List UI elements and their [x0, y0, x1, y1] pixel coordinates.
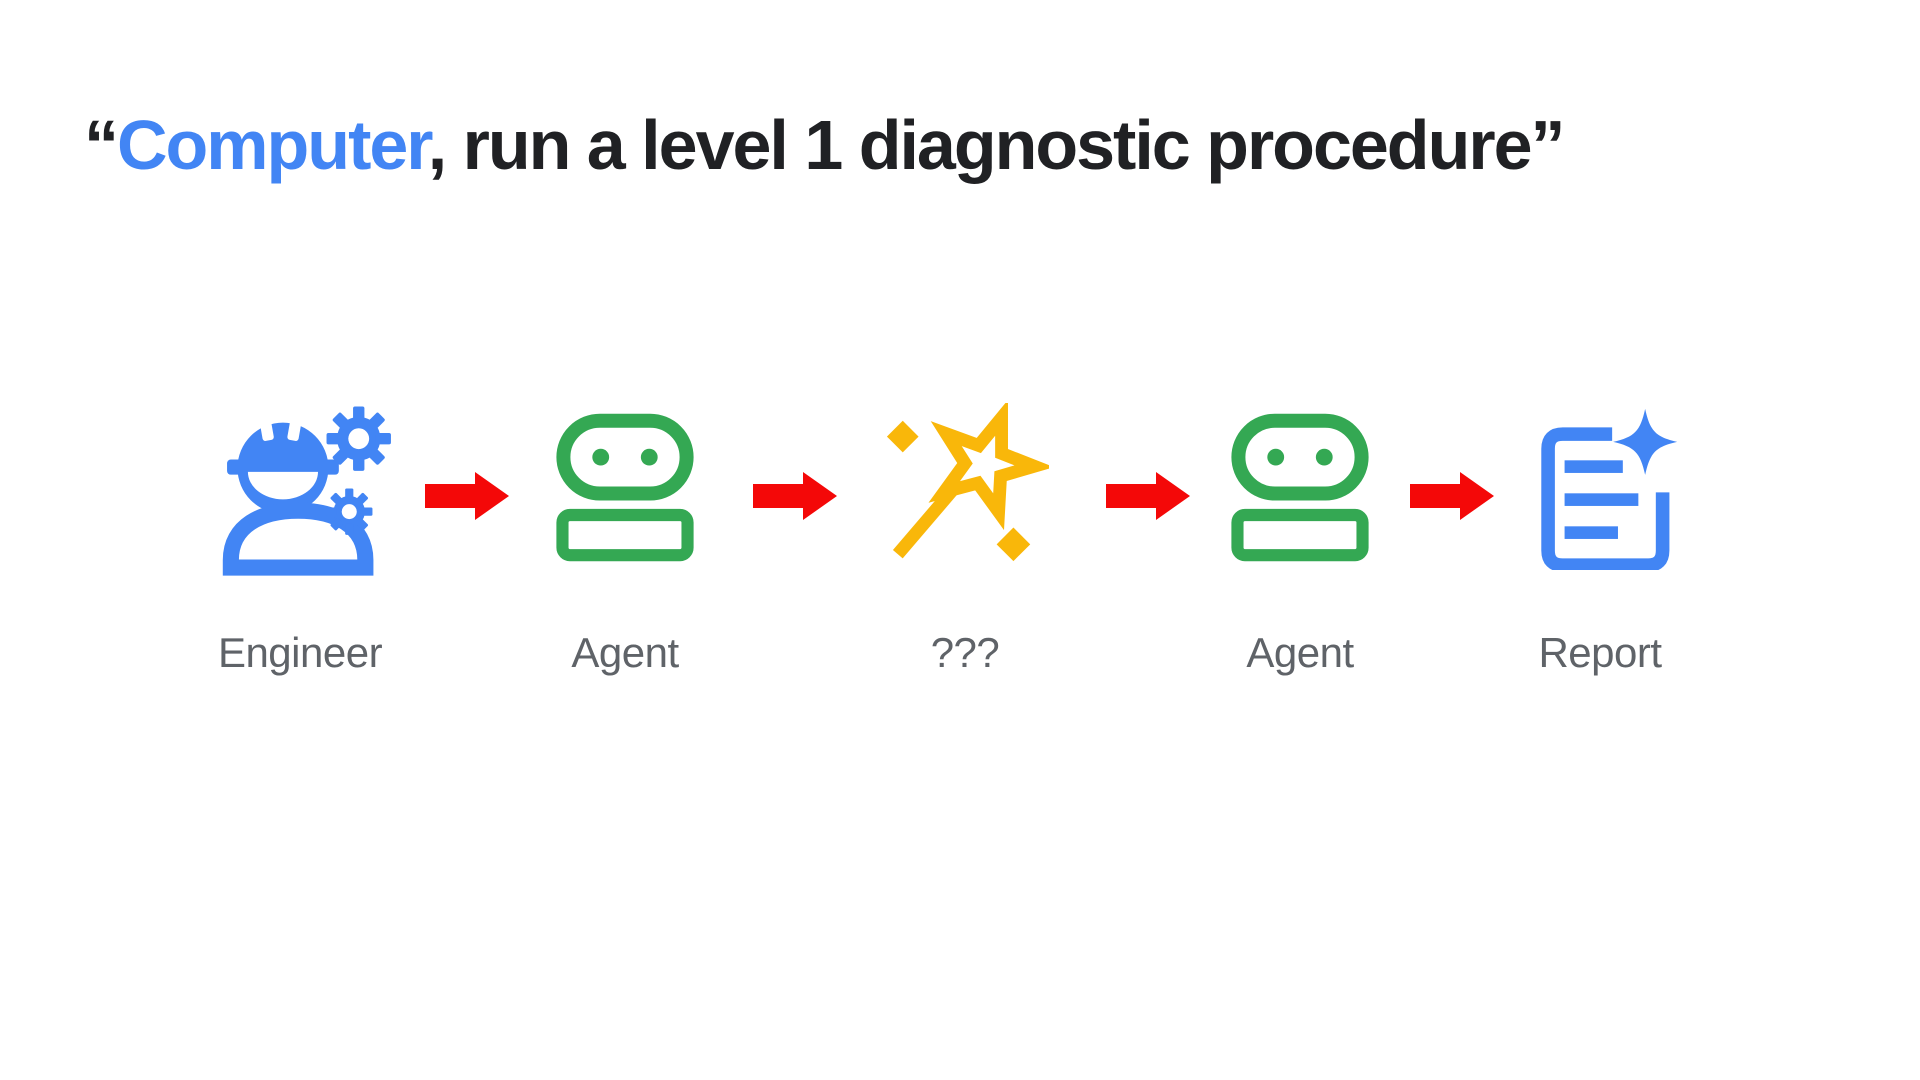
- sparkle-four-point-icon: [1612, 408, 1677, 475]
- flow-node-report: Report: [1490, 398, 1710, 674]
- node-label-engineer: Engineer: [217, 629, 383, 676]
- sparkle-diamond-icon: [996, 527, 1031, 562]
- wand-icon-box: [855, 398, 1075, 576]
- gear-small-icon: [326, 488, 373, 535]
- node-label-unknown: ???: [930, 629, 1000, 676]
- node-label-agent-2: Agent: [1246, 629, 1354, 676]
- right-arrow-icon: [1410, 472, 1494, 520]
- gear-large-icon: [326, 406, 391, 471]
- flow-node-agent-1: Agent: [515, 398, 735, 674]
- flow-arrow-1: [425, 472, 509, 520]
- sparkle-diamond-icon: [886, 420, 919, 453]
- agent-icon-box: [515, 398, 735, 576]
- flow-arrow-4: [1410, 472, 1494, 520]
- flow-node-unknown: ???: [855, 398, 1075, 674]
- quote-close: ”: [1530, 106, 1566, 184]
- right-arrow-icon: [425, 472, 509, 520]
- node-label-agent-1: Agent: [571, 629, 679, 676]
- node-label-report: Report: [1538, 629, 1662, 676]
- engineer-hardhat-gears-icon: [222, 406, 391, 576]
- robot-agent-icon: [556, 413, 694, 562]
- magic-wand-sparkles-icon: [886, 403, 1049, 562]
- robot-agent-icon: [1231, 413, 1369, 562]
- quote-open: “: [84, 106, 119, 184]
- title-rest: , run a level 1 diagnostic procedure: [427, 106, 1533, 184]
- agent-icon-box: [1190, 398, 1410, 576]
- title-highlight-computer: Computer: [117, 106, 430, 184]
- report-document-sparkle-icon: [1540, 408, 1677, 570]
- flow-arrow-3: [1106, 472, 1190, 520]
- engineer-icon-box: [190, 398, 410, 576]
- right-arrow-icon: [753, 472, 837, 520]
- flow-node-agent-2: Agent: [1190, 398, 1410, 674]
- slide-title: “Computer, run a level 1 diagnostic proc…: [84, 110, 1566, 180]
- flow-arrow-2: [753, 472, 837, 520]
- report-icon-box: [1490, 398, 1710, 576]
- right-arrow-icon: [1106, 472, 1190, 520]
- flow-node-engineer: Engineer: [190, 398, 410, 674]
